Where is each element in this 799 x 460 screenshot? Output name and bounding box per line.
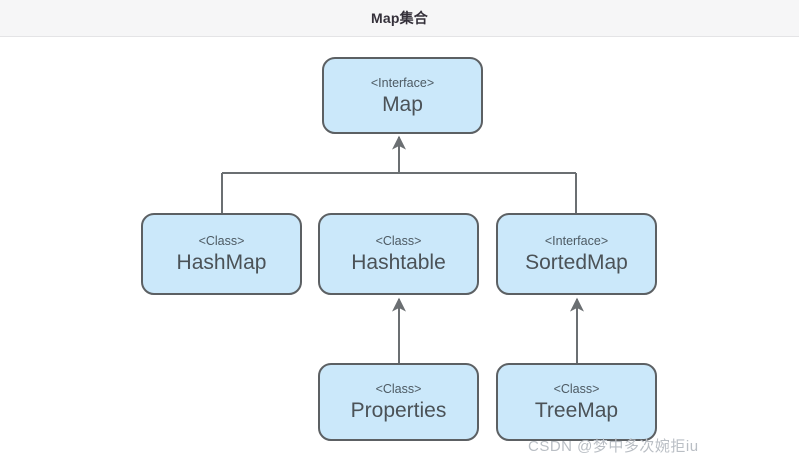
connector-layer <box>221 135 584 363</box>
node-sortedmap-name: SortedMap <box>525 251 628 274</box>
node-properties[interactable]: <Class> Properties <box>318 363 479 441</box>
node-treemap-stereotype: <Class> <box>553 382 600 396</box>
node-hashmap-name: HashMap <box>176 251 267 274</box>
node-properties-stereotype: <Class> <box>375 382 422 396</box>
node-hashtable-name: Hashtable <box>351 251 446 274</box>
node-hashmap-stereotype: <Class> <box>198 234 245 248</box>
node-map-name: Map <box>382 92 423 116</box>
node-properties-name: Properties <box>350 399 447 422</box>
node-hashmap[interactable]: <Class> HashMap <box>141 213 302 295</box>
node-hashtable[interactable]: <Class> Hashtable <box>318 213 479 295</box>
node-treemap[interactable]: <Class> TreeMap <box>496 363 657 441</box>
node-map-stereotype: <Interface> <box>370 75 435 90</box>
node-map[interactable]: <Interface> Map <box>322 57 483 134</box>
title-bar: Map集合 <box>0 0 799 37</box>
node-sortedmap-stereotype: <Interface> <box>544 234 609 248</box>
diagram-canvas: <Interface> Map <Class> HashMap <Class> … <box>0 38 799 460</box>
page-title: Map集合 <box>371 10 428 26</box>
node-hashtable-stereotype: <Class> <box>375 234 422 248</box>
node-sortedmap[interactable]: <Interface> SortedMap <box>496 213 657 295</box>
node-treemap-name: TreeMap <box>534 399 619 422</box>
